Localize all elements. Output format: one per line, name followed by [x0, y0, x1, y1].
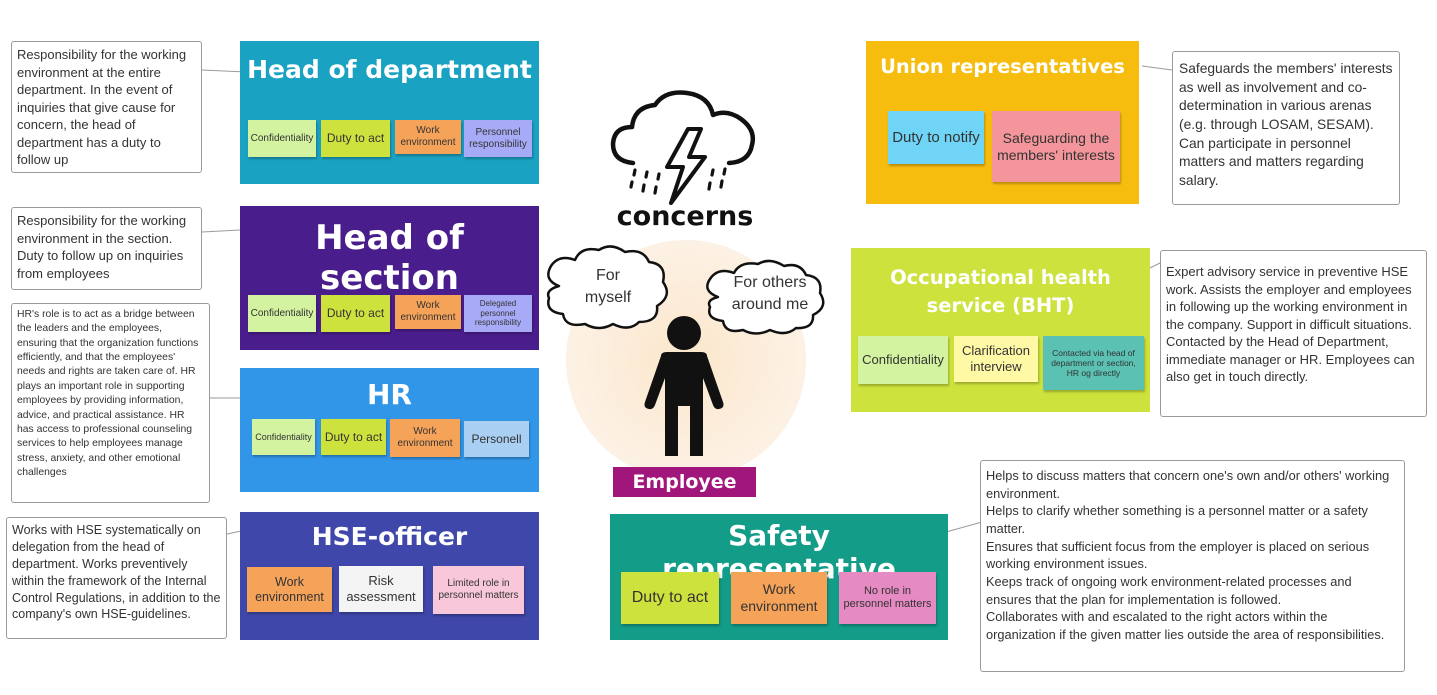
hse-officer-title: HSE-officer: [311, 522, 468, 551]
occupational-health-service-box: Occupational health service (BHT) Confid…: [851, 248, 1150, 412]
tag-work-environment: Work environment: [390, 419, 460, 457]
connector-head-department: [201, 69, 247, 73]
connector-safety: [945, 521, 983, 533]
tag-duty-to-act: Duty to act: [321, 419, 386, 455]
thought-for-myself: For myself: [584, 267, 632, 306]
tag-delegated-personnel-responsibility: Delegated personnel responsibility: [464, 295, 532, 332]
tag-confidentiality: Confidentiality: [248, 120, 316, 157]
connector-head-section: [201, 229, 241, 233]
occupational-health-service-note: Expert advisory service in preventive HS…: [1160, 250, 1427, 417]
safety-note-line: Helps to clarify whether something is a …: [986, 503, 1368, 536]
tag-personnel-responsibility: Personnel responsibility: [464, 120, 532, 157]
thought-cloud-icon: [546, 245, 669, 330]
head-of-department-title: Head of department: [247, 55, 532, 84]
safety-representative-note: Helps to discuss matters that concern on…: [980, 460, 1405, 672]
safety-representative-box: Safety representative Duty to act Work e…: [610, 514, 948, 640]
safety-note-line: Collaborates with and escalated to the r…: [986, 609, 1385, 642]
tag-confidentiality: Confidentiality: [252, 419, 315, 455]
head-of-department-box: Head of department Confidentiality Duty …: [240, 41, 539, 184]
hr-note: HR's role is to act as a bridge between …: [11, 303, 210, 503]
tag-work-environment: Work environment: [395, 295, 461, 329]
storm-cloud-icon: [610, 90, 756, 205]
occupational-health-service-title: Occupational health service (BHT): [890, 266, 1111, 318]
tag-contacted-via: Contacted via head of department or sect…: [1043, 336, 1144, 390]
head-of-section-box: Head of section Confidentiality Duty to …: [240, 206, 539, 350]
thought-for-others: For others around me: [731, 274, 809, 313]
concerns-title: concerns: [616, 201, 754, 232]
head-of-section-title: Head of section: [315, 218, 464, 298]
hse-officer-box: HSE-officer Work environment Risk assess…: [240, 512, 539, 640]
union-representatives-title: Union representatives: [880, 55, 1125, 78]
employee-label: Employee: [613, 467, 756, 497]
tag-clarification-interview: Clarification interview: [954, 336, 1038, 382]
tag-risk-assessment: Risk assessment: [339, 566, 423, 612]
hse-note: Works with HSE systematically on delegat…: [6, 517, 227, 639]
safety-note-line: Keeps track of ongoing work environment-…: [986, 573, 1352, 607]
tag-personell: Personell: [464, 421, 529, 457]
tag-work-environment: Work environment: [731, 572, 827, 624]
hr-title: HR: [367, 378, 412, 411]
thought-cloud-icon: [706, 259, 825, 335]
tag-safeguarding-members-interests: Safeguarding the members' interests: [992, 111, 1120, 182]
safety-note-line: Helps to discuss matters that concern on…: [986, 468, 1390, 501]
tag-duty-to-act: Duty to act: [321, 295, 390, 332]
connector-union: [1141, 65, 1173, 71]
tag-work-environment: Work environment: [395, 120, 461, 154]
union-representatives-box: Union representatives Duty to notify Saf…: [866, 41, 1139, 204]
head-section-note: Responsibility for the working environme…: [11, 207, 202, 290]
safety-note-line: Ensures that sufficient focus from the e…: [986, 538, 1370, 572]
hr-box: HR Confidentiality Duty to act Work envi…: [240, 368, 539, 492]
tag-duty-to-act: Duty to act: [621, 572, 719, 624]
head-department-note: Responsibility for the working environme…: [11, 41, 202, 173]
tag-no-role-personnel-matters: No role in personnel matters: [839, 572, 936, 624]
tag-duty-to-notify: Duty to notify: [888, 111, 984, 164]
tag-duty-to-act: Duty to act: [321, 120, 390, 157]
union-representatives-note: Safeguards the members' interests as wel…: [1172, 51, 1400, 205]
tag-confidentiality: Confidentiality: [858, 336, 948, 384]
person-icon: [644, 316, 724, 456]
tag-confidentiality: Confidentiality: [248, 295, 316, 332]
tag-work-environment: Work environment: [247, 567, 332, 612]
tag-limited-role-personnel-matters: Limited role in personnel matters: [433, 566, 524, 614]
